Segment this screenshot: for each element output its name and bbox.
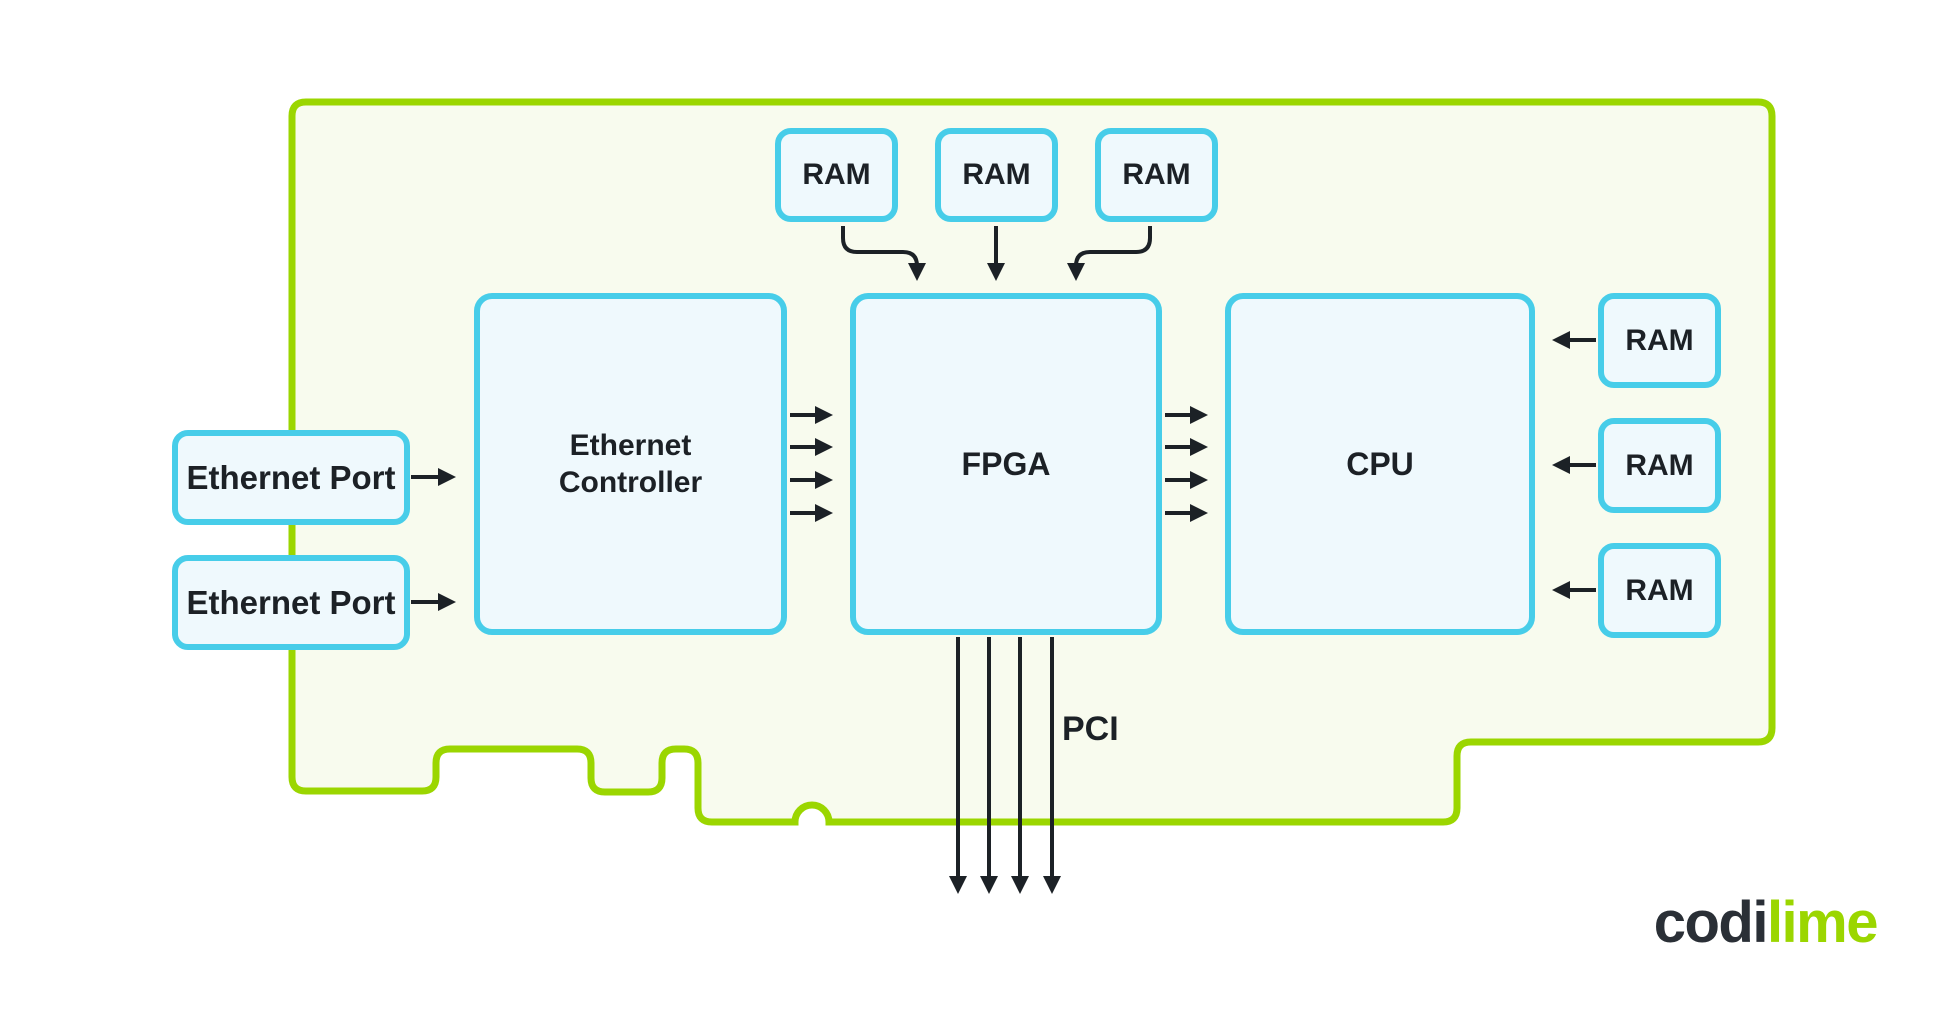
ethernet-controller-label: Ethernet Controller (558, 428, 703, 500)
node-ram-right-1: RAM (1598, 293, 1721, 388)
cpu-label: CPU (1346, 445, 1414, 482)
arrow-ram-top-1-to-fpga (841, 226, 926, 281)
ram-right-3-label: RAM (1625, 573, 1694, 607)
ram-right-2-label: RAM (1625, 448, 1694, 482)
node-ram-top-3: RAM (1095, 128, 1218, 222)
pci-bus-label: PCI (1062, 710, 1119, 748)
node-ram-right-2: RAM (1598, 418, 1721, 513)
node-ethernet-port-2: Ethernet Port (172, 555, 410, 650)
ram-top-2-label: RAM (962, 158, 1031, 191)
ethernet-port-2-label: Ethernet Port (186, 583, 396, 621)
node-cpu: CPU (1225, 293, 1535, 635)
node-fpga: FPGA (850, 293, 1162, 635)
ram-top-3-label: RAM (1122, 158, 1191, 191)
ram-top-1-label: RAM (802, 158, 871, 191)
fpga-label: FPGA (961, 445, 1051, 482)
node-ethernet-controller: Ethernet Controller (474, 293, 787, 635)
codilime-logo: codilime (1653, 889, 1879, 956)
ram-right-1-label: RAM (1625, 323, 1694, 357)
arrow-ram-top-3-to-fpga (1067, 226, 1152, 281)
ethernet-port-1-label: Ethernet Port (186, 458, 396, 496)
logo-text-dark: codi (1653, 890, 1769, 955)
node-ram-top-2: RAM (935, 128, 1058, 222)
node-ram-top-1: RAM (775, 128, 898, 222)
node-ram-right-3: RAM (1598, 543, 1721, 638)
logo-text-lime: lime (1766, 890, 1879, 955)
node-ethernet-port-1: Ethernet Port (172, 430, 410, 525)
